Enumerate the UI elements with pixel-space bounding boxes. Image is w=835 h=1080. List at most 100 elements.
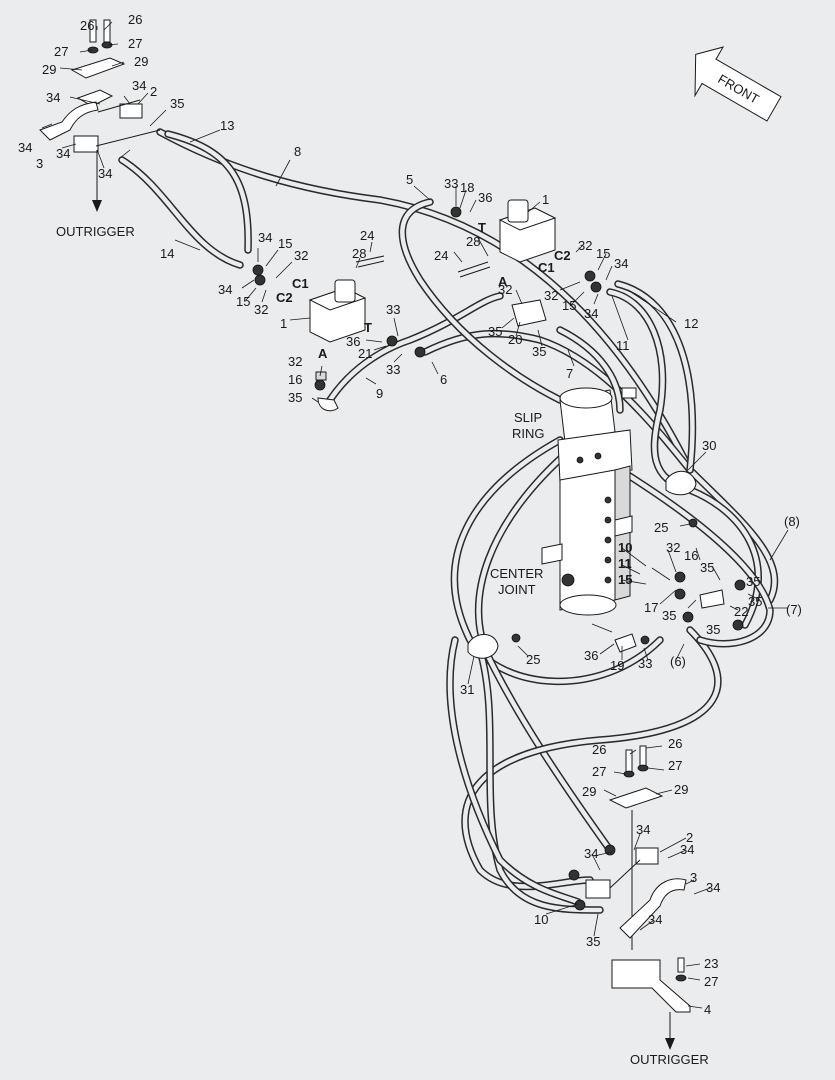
callout: 26 xyxy=(128,12,142,27)
callout: 34 xyxy=(680,842,694,857)
fitting-icon xyxy=(254,274,266,286)
callout: 23 xyxy=(704,956,718,971)
callout: 33 xyxy=(386,362,400,377)
callout: 34 xyxy=(584,306,598,321)
callout: 32 xyxy=(294,248,308,263)
callout: 26 xyxy=(80,18,94,33)
callout: 1 xyxy=(542,192,549,207)
callout: 27 xyxy=(668,758,682,773)
callout: 15 xyxy=(562,298,576,313)
elbow-tube-icon xyxy=(39,101,99,141)
washer-icon xyxy=(87,46,99,54)
callout: 35 xyxy=(488,324,502,339)
bottom-outrigger-block xyxy=(568,745,691,1050)
callout: 32 xyxy=(288,354,302,369)
callout: 16 xyxy=(288,372,302,387)
callout: 8 xyxy=(294,144,301,159)
callout: 32 xyxy=(254,302,268,317)
callout: 4 xyxy=(704,1002,711,1017)
callout: 26 xyxy=(668,736,682,751)
callout: 35 xyxy=(700,560,714,575)
callout: 34 xyxy=(258,230,272,245)
clip-bolt-icon xyxy=(511,633,521,643)
callout: 29 xyxy=(42,62,56,77)
callout: 34 xyxy=(706,880,720,895)
clamp-plate-icon xyxy=(70,57,126,79)
callout: 34 xyxy=(132,78,146,93)
callout: 29 xyxy=(134,54,148,69)
callout: 13 xyxy=(220,118,234,133)
hose-group xyxy=(118,128,779,914)
callout: 12 xyxy=(684,316,698,331)
callout: 35 xyxy=(748,594,762,609)
callout: 35 xyxy=(288,390,302,405)
callout: 32 xyxy=(544,288,558,303)
callout: 33 xyxy=(638,656,652,671)
callout: 7 xyxy=(566,366,573,381)
callout: 34 xyxy=(56,146,70,161)
callout: 32 xyxy=(498,282,512,297)
port-label-a: A xyxy=(498,274,508,289)
bolt-icon xyxy=(89,19,97,43)
callout: (8) xyxy=(784,514,800,529)
callout: (7) xyxy=(786,602,802,617)
callout: 35 xyxy=(706,622,720,637)
callout: 25 xyxy=(526,652,540,667)
callout: 31 xyxy=(460,682,474,697)
callout: 27 xyxy=(128,36,142,51)
callout: 34 xyxy=(648,912,662,927)
callout: 33 xyxy=(444,176,458,191)
top-left-outrigger-block xyxy=(39,19,161,212)
callout: 24 xyxy=(360,228,374,243)
callout: 27 xyxy=(592,764,606,779)
callout: 34 xyxy=(584,846,598,861)
tee-fitting-icon xyxy=(699,589,725,609)
callout: 3 xyxy=(690,870,697,885)
callout: 6 xyxy=(440,372,447,387)
callout: 15 xyxy=(236,294,250,309)
callout: 24 xyxy=(434,248,448,263)
callout: 3 xyxy=(36,156,43,171)
callout: 1 xyxy=(280,316,287,331)
port-labels: C1 C2 T A C1 C2 T A 10 11 15 xyxy=(276,220,632,587)
callout: 32 xyxy=(578,238,592,253)
port-label-10: 10 xyxy=(618,540,632,555)
callout: 28 xyxy=(466,234,480,249)
callout: 10 xyxy=(534,912,548,927)
callout: 27 xyxy=(704,974,718,989)
port-label-c2: C2 xyxy=(276,290,293,305)
callout: 20 xyxy=(508,332,522,347)
callout: 36 xyxy=(478,190,492,205)
callout: 35 xyxy=(532,344,546,359)
callout: 16 xyxy=(684,548,698,563)
fitting-icon xyxy=(674,588,686,600)
callout: 9 xyxy=(376,386,383,401)
callout: 21 xyxy=(358,346,372,361)
block-icon xyxy=(635,847,659,865)
right-valve-assembly xyxy=(450,199,602,327)
fitting-icon xyxy=(414,346,426,358)
callout: 29 xyxy=(582,784,596,799)
callout: 34 xyxy=(98,166,112,181)
center-joint-caption-line2: JOINT xyxy=(498,582,536,597)
callout: 26 xyxy=(592,742,606,757)
callout: 30 xyxy=(702,438,716,453)
port-label-11: 11 xyxy=(618,556,632,571)
clip-bolt-icon xyxy=(688,518,698,528)
center-joint-caption-line1: CENTER xyxy=(490,566,543,581)
callout: 18 xyxy=(460,180,474,195)
port-label-c1: C1 xyxy=(292,276,309,291)
bolt-icon xyxy=(103,19,111,43)
slip-ring-caption-line1: SLIP xyxy=(514,410,542,425)
fitting-icon xyxy=(386,335,398,347)
port-label-t: T xyxy=(478,220,486,235)
callout: 35 xyxy=(662,608,676,623)
callout: 36 xyxy=(346,334,360,349)
right-fittings xyxy=(467,470,746,659)
block-icon xyxy=(585,879,611,899)
callout: 34 xyxy=(18,140,32,155)
arrow-down-icon xyxy=(665,1038,675,1050)
callout: 33 xyxy=(386,302,400,317)
fitting-icon xyxy=(450,206,462,218)
callout: 28 xyxy=(352,246,366,261)
